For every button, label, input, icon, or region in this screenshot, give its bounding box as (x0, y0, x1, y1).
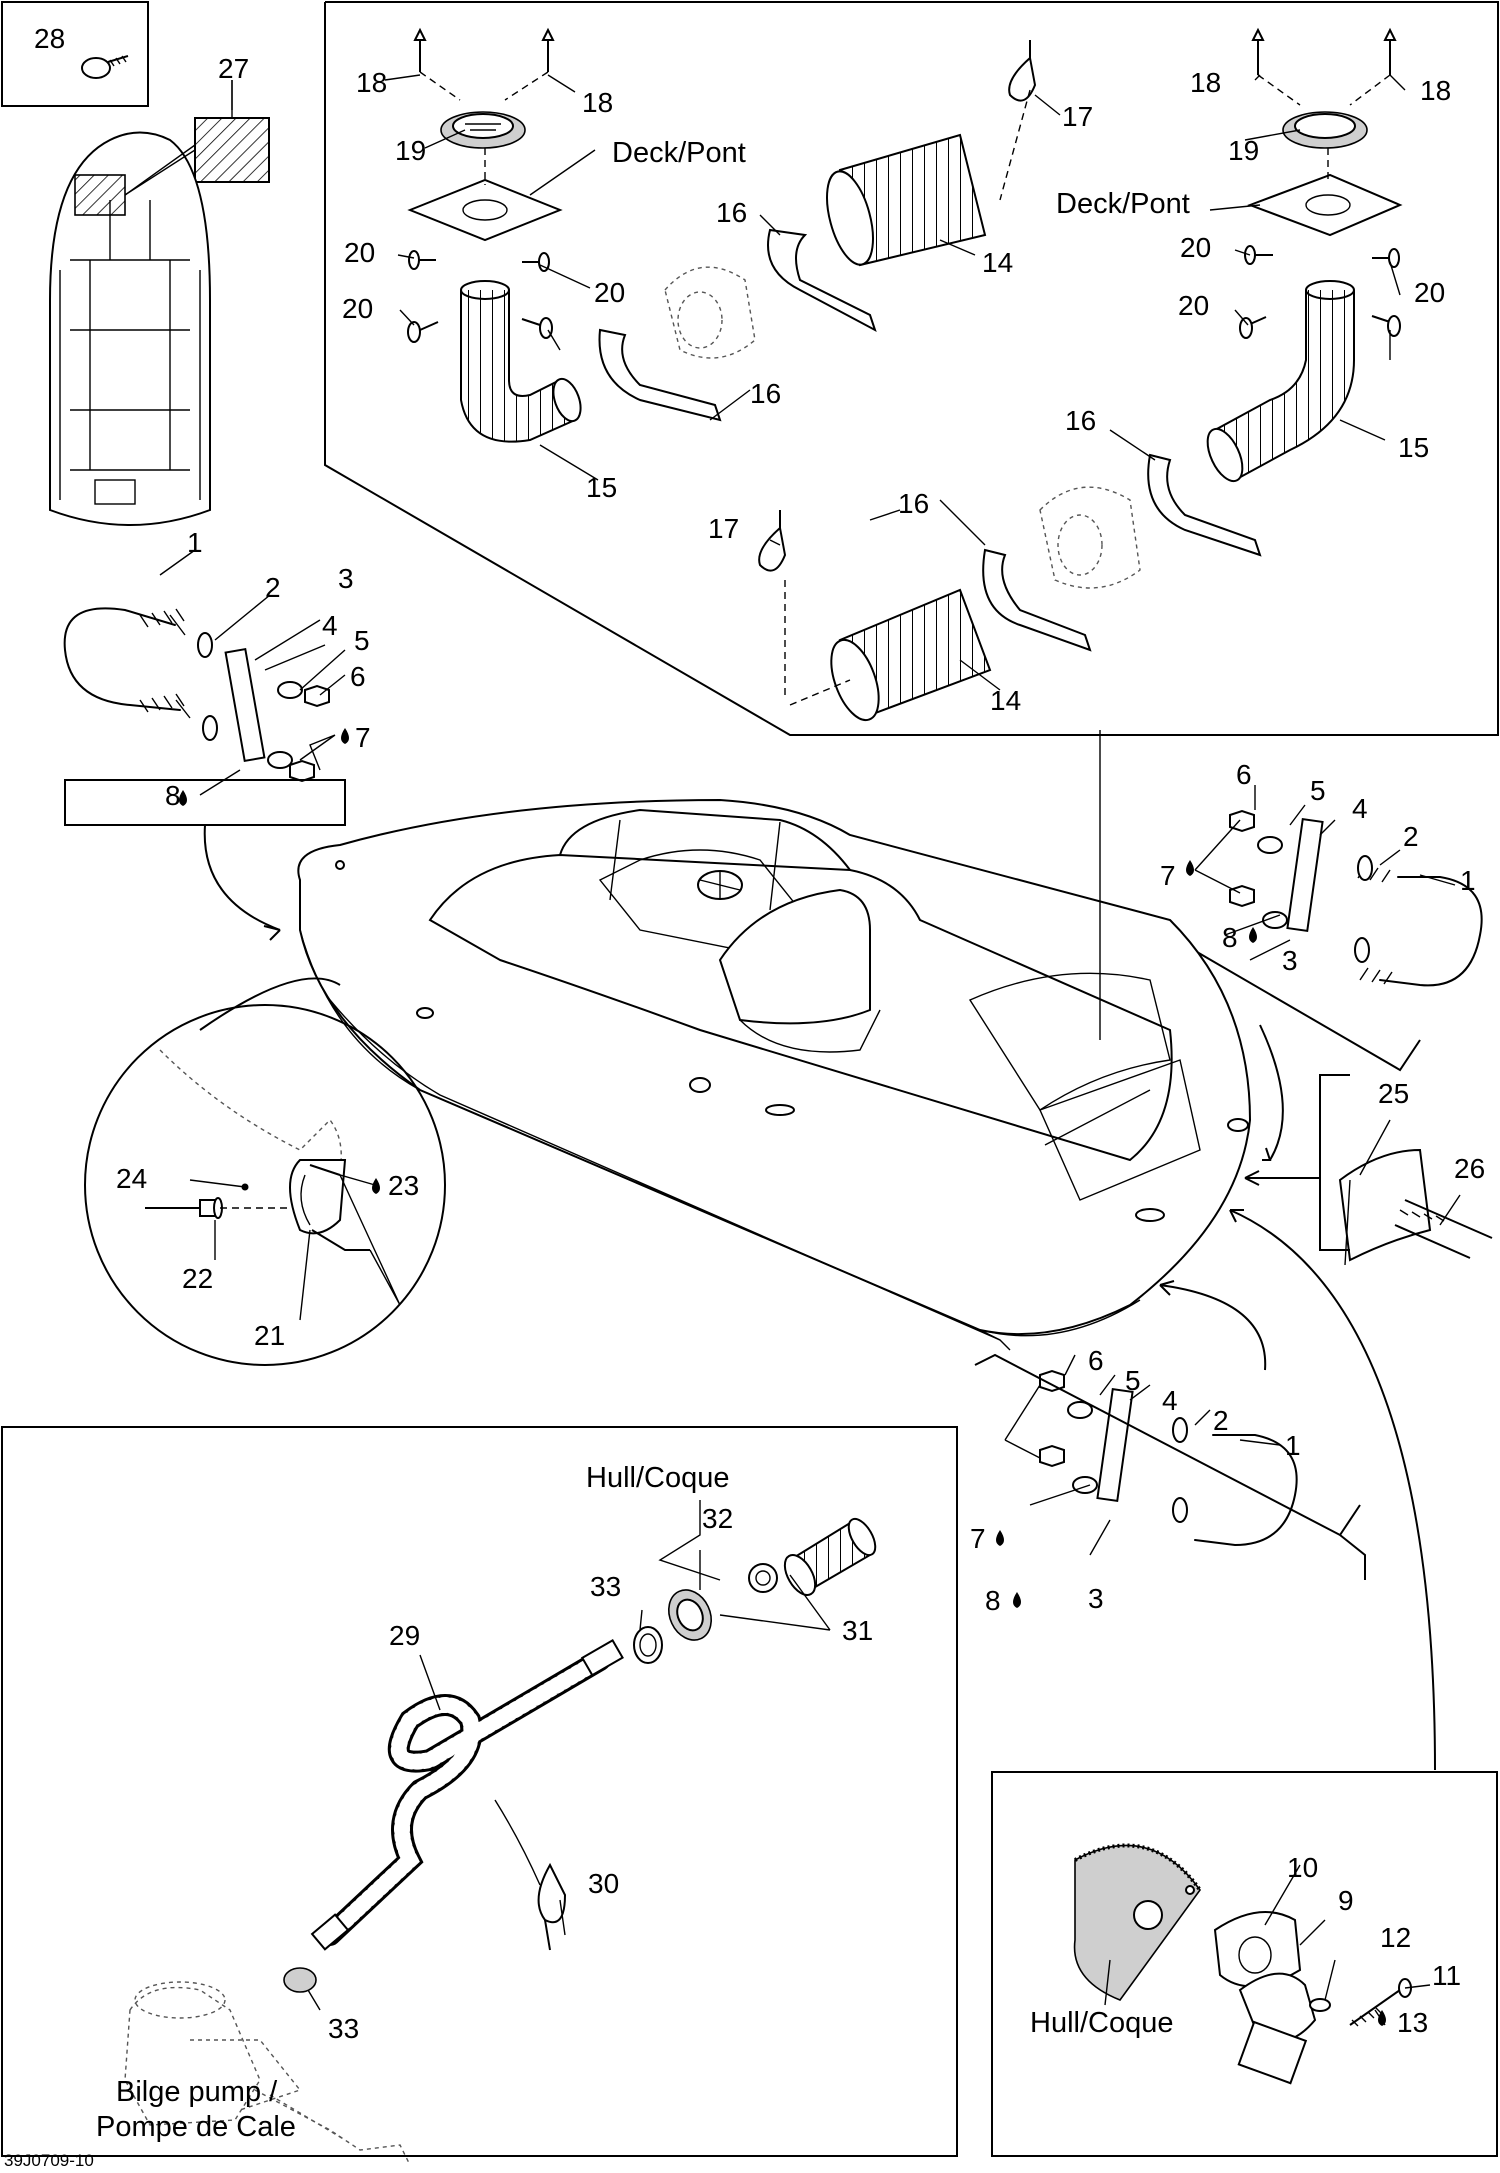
callout-24: 24 (116, 1163, 147, 1194)
callout-15: 15 (586, 472, 617, 503)
callout-5: 5 (1310, 775, 1326, 806)
callout-numbers: 28 27 18 18 19 20 20 20 15 17 16 14 16 1… (34, 23, 1485, 2044)
callout-2: 2 (1403, 821, 1419, 852)
frame-part-28 (1, 1, 149, 107)
callout-26: 26 (1454, 1153, 1485, 1184)
ubolt-group-right-upper (1154, 809, 1483, 1072)
vent-hoses-center (598, 40, 1262, 722)
callout-6: 6 (350, 661, 366, 692)
frame-drain-plug (991, 1771, 1498, 2157)
frame-vent-assembly (324, 1, 1499, 736)
grab-handle-25 (1319, 1074, 1493, 1266)
boat-main-view (297, 730, 1252, 1351)
callout-1: 1 (187, 527, 203, 558)
callout-22: 22 (182, 1263, 213, 1294)
callout-6: 6 (1088, 1345, 1104, 1376)
callout-5: 5 (1125, 1365, 1141, 1396)
callout-9: 9 (1338, 1885, 1354, 1916)
callout-17: 17 (708, 513, 739, 544)
callout-2: 2 (1213, 1405, 1229, 1436)
detail-circle-trim (84, 1004, 446, 1366)
drawing-reference: 39J0709-10 (4, 2151, 94, 2170)
callout-33: 33 (328, 2013, 359, 2044)
frame-bilge-system (1, 1426, 958, 2157)
callout-28: 28 (34, 23, 65, 54)
callout-3: 3 (1282, 945, 1298, 976)
callout-10: 10 (1287, 1852, 1318, 1883)
callout-13: 13 (1397, 2007, 1428, 2038)
callout-4: 4 (1162, 1385, 1178, 1416)
callout-19: 19 (1228, 135, 1259, 166)
callout-2: 2 (265, 572, 281, 603)
callout-16: 16 (898, 488, 929, 519)
callout-27: 27 (218, 53, 249, 84)
drop-icon (179, 728, 1386, 2026)
vent-assembly-right (1206, 27, 1403, 483)
callout-1: 1 (1285, 1430, 1301, 1461)
callout-7: 7 (355, 722, 371, 753)
callout-20: 20 (594, 277, 625, 308)
callout-4: 4 (322, 610, 338, 641)
callout-16: 16 (716, 197, 747, 228)
callout-18: 18 (582, 87, 613, 118)
callout-21: 21 (254, 1320, 285, 1351)
bilge-pump-label: Bilge pump / (116, 2076, 278, 2108)
callout-8: 8 (165, 780, 181, 811)
callout-16: 16 (750, 378, 781, 409)
callout-14: 14 (982, 247, 1013, 278)
callout-20: 20 (1180, 232, 1211, 263)
callout-18: 18 (1190, 67, 1221, 98)
callout-20: 20 (344, 237, 375, 268)
callout-19: 19 (395, 135, 426, 166)
callout-20: 20 (1178, 290, 1209, 321)
callout-3: 3 (1088, 1583, 1104, 1614)
callout-20: 20 (1414, 277, 1445, 308)
callout-18: 18 (356, 67, 387, 98)
callout-23: 23 (388, 1170, 419, 1201)
callout-5: 5 (354, 625, 370, 656)
deck-label: Deck/Pont (1056, 188, 1190, 220)
callout-12: 12 (1380, 1922, 1411, 1953)
callout-30: 30 (588, 1868, 619, 1899)
callout-8: 8 (985, 1585, 1001, 1616)
callout-25: 25 (1378, 1078, 1409, 1109)
bilge-pump-label: Pompe de Cale (96, 2111, 296, 2143)
bilge-system (124, 1517, 877, 2166)
ubolt-group-right-lower (974, 1353, 1366, 1580)
callout-15: 15 (1398, 432, 1429, 463)
callout-14: 14 (990, 685, 1021, 716)
connection-arrows (199, 824, 1436, 1771)
drain-plug-assembly (1073, 1843, 1412, 2085)
callout-33: 33 (590, 1571, 621, 1602)
callout-1: 1 (1460, 865, 1476, 896)
callout-3: 3 (338, 563, 354, 594)
callout-17: 17 (1062, 101, 1093, 132)
callout-29: 29 (389, 1620, 420, 1651)
callout-7: 7 (970, 1523, 986, 1554)
leader-lines (124, 74, 1461, 2026)
rivet-part-28 (81, 55, 129, 79)
callout-6: 6 (1236, 759, 1252, 790)
callout-31: 31 (842, 1615, 873, 1646)
hull-label: Hull/Coque (586, 1462, 729, 1494)
hull-label: Hull/Coque (1030, 2007, 1173, 2039)
text-labels: Deck/Pont Deck/Pont Hull/Coque Hull/Coqu… (4, 137, 1190, 2170)
boat-plan-view (49, 131, 211, 526)
callout-4: 4 (1352, 793, 1368, 824)
callout-11: 11 (1432, 1960, 1461, 1991)
callout-16: 16 (1065, 405, 1096, 436)
callout-8: 8 (1222, 922, 1238, 953)
callout-32: 32 (702, 1503, 733, 1534)
callout-7: 7 (1160, 860, 1176, 891)
vent-assembly-left (407, 27, 582, 443)
deck-label: Deck/Pont (612, 137, 746, 169)
callout-20: 20 (342, 293, 373, 324)
callout-18: 18 (1420, 75, 1451, 106)
